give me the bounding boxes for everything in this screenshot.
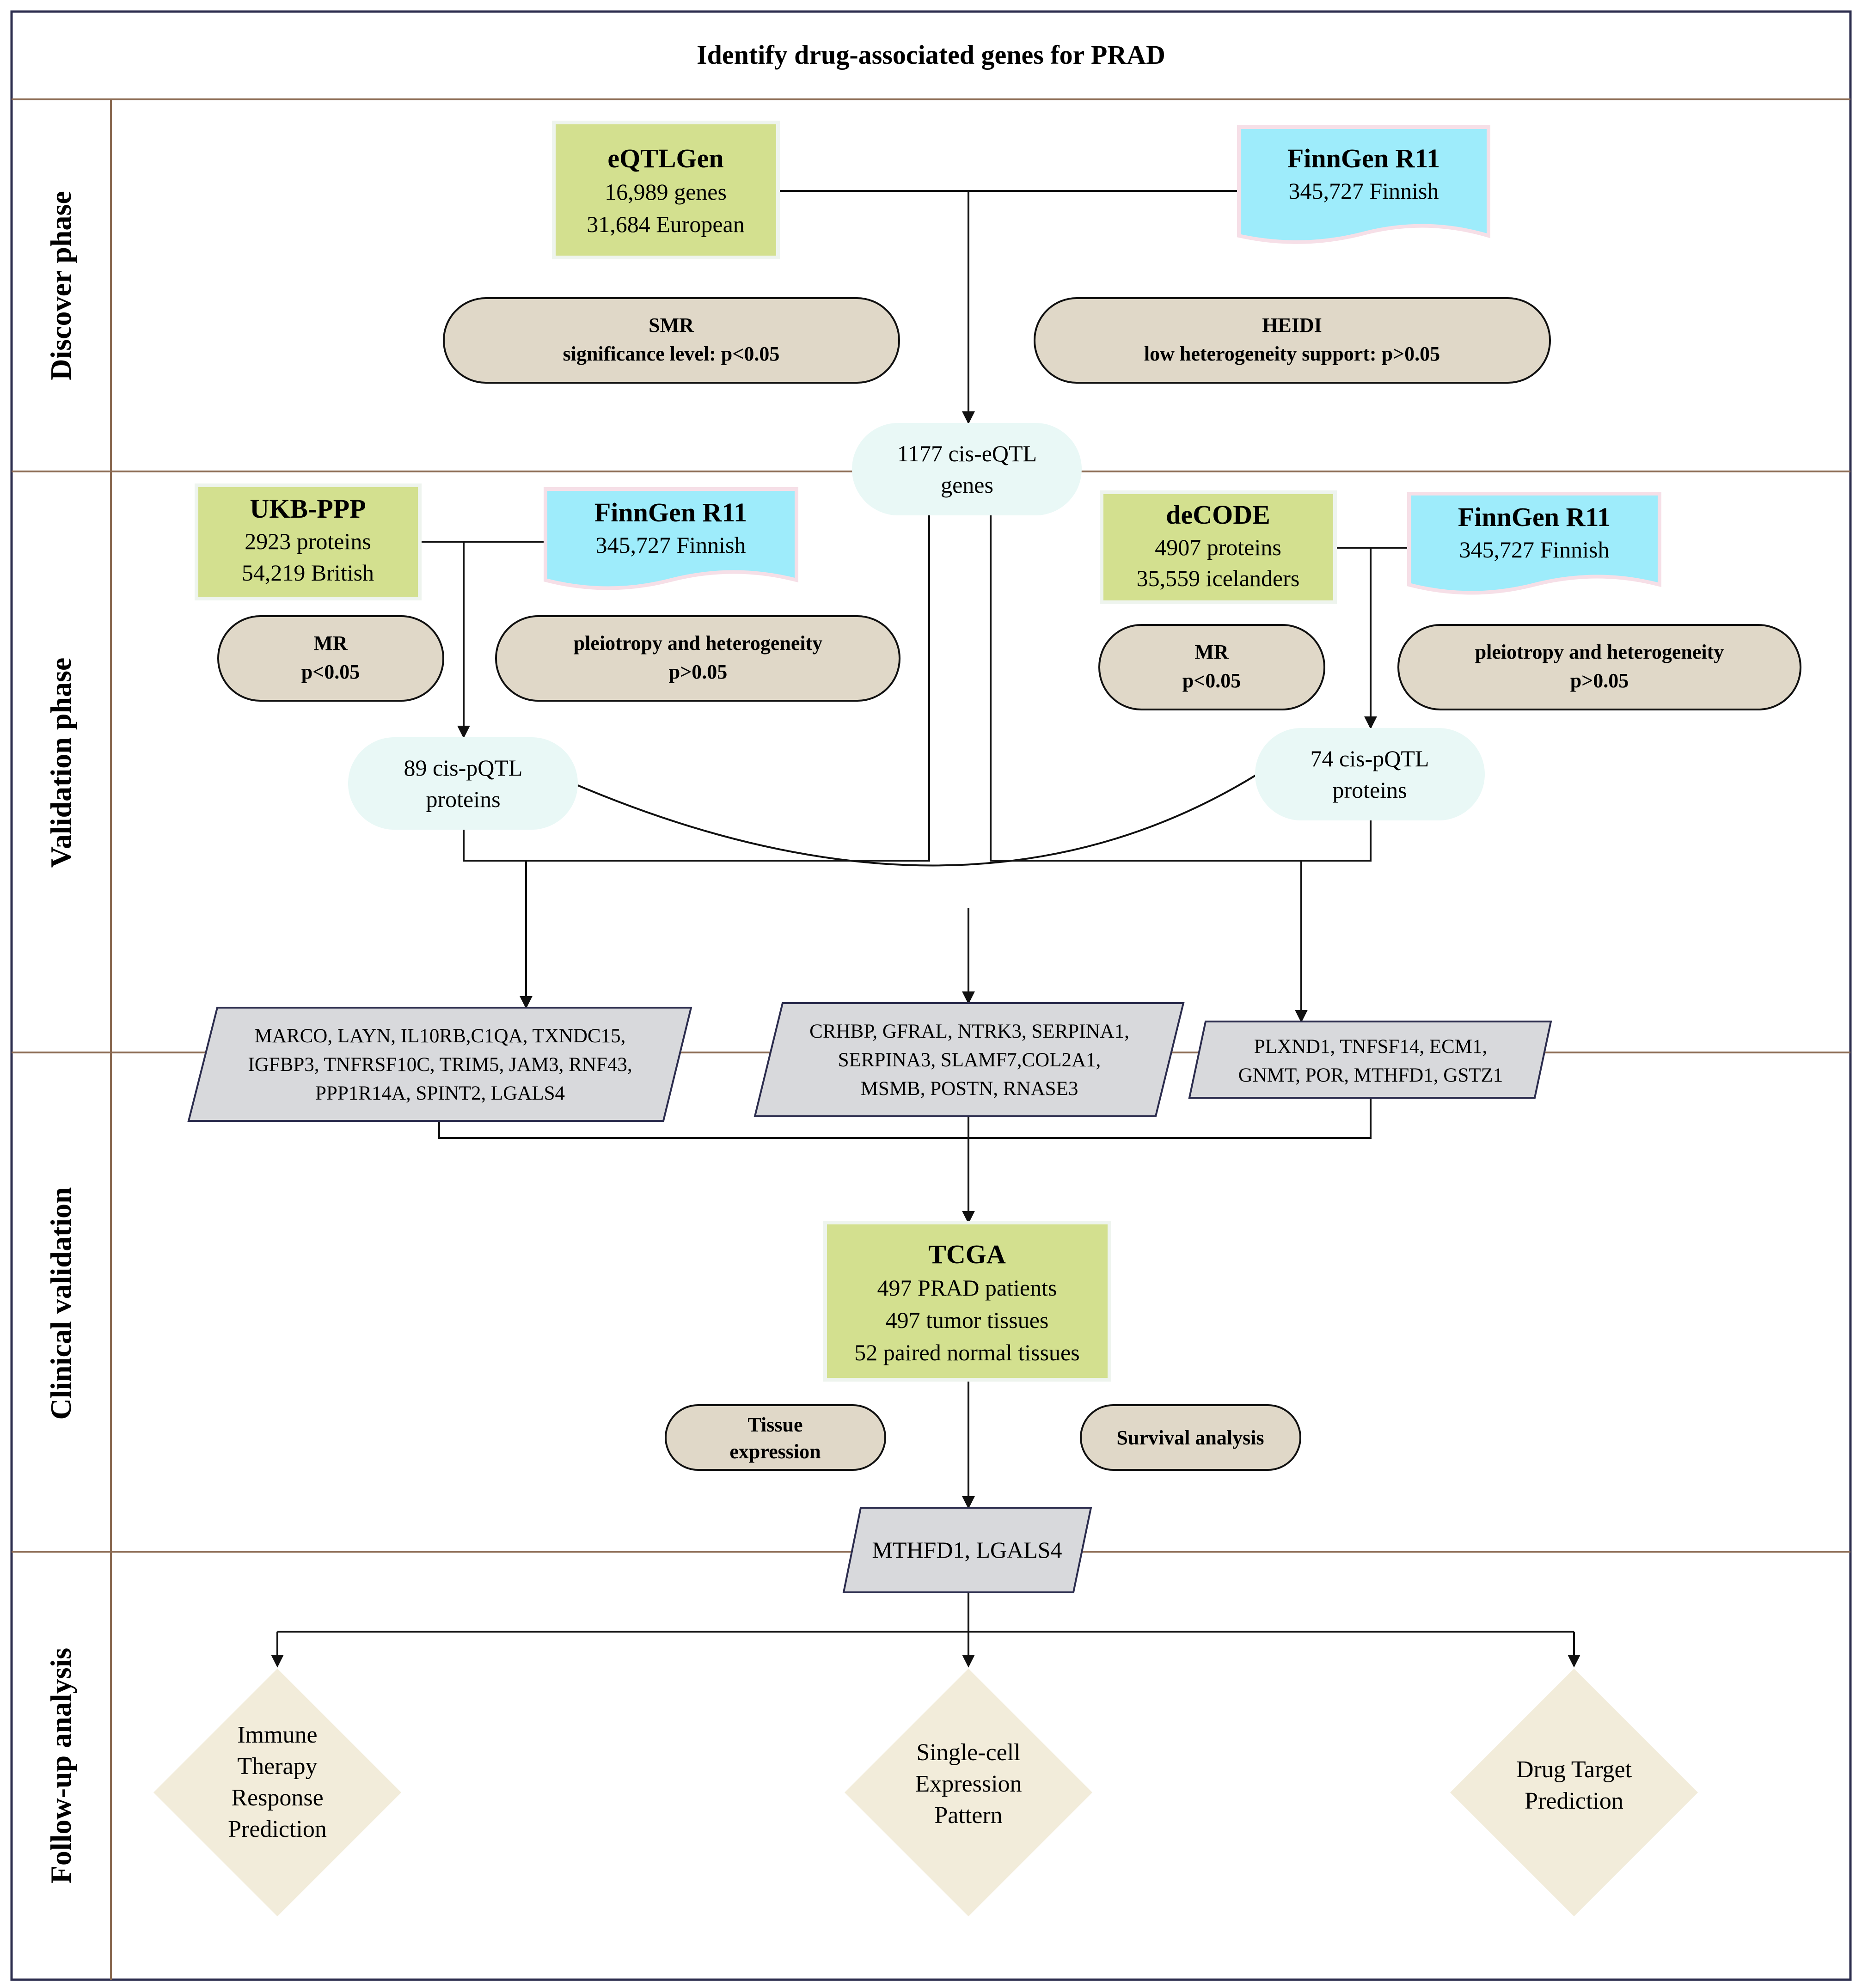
finngen-top-samples: 345,727 Finnish	[1288, 178, 1439, 204]
eqtlgen-samples: 31,684 European	[587, 211, 745, 237]
diagram-title: Identify drug-associated genes for PRAD	[697, 40, 1165, 70]
decode-box: deCODE 4907 proteins 35,559 icelanders	[1100, 490, 1337, 604]
pleiotropy-left-threshold: p>0.05	[669, 661, 728, 683]
finngen-left-title: FinnGen R11	[594, 497, 747, 527]
connectors	[271, 190, 1580, 1668]
drug-target-diamond: Drug Target Prediction	[1450, 1669, 1698, 1916]
tcga-tumor-tissues: 497 tumor tissues	[886, 1307, 1049, 1333]
cis-eqtl-node: 1177 cis-eQTL genes	[852, 423, 1082, 515]
tcga-normal-tissues: 52 paired normal tissues	[854, 1340, 1079, 1365]
genes-right-line2: GNMT, POR, MTHFD1, GSTZ1	[1238, 1064, 1503, 1086]
phase-label-validation: Validation phase	[44, 658, 77, 868]
cis-pqtl-right-node: 74 cis-pQTL proteins	[1255, 728, 1485, 820]
immune-line2: Therapy	[237, 1753, 317, 1780]
genes-mid-line1: CRHBP, GFRAL, NTRK3, SERPINA1,	[809, 1021, 1129, 1042]
immune-therapy-diamond: Immune Therapy Response Prediction	[153, 1669, 401, 1916]
finngen-right-samples: 345,727 Finnish	[1459, 537, 1609, 563]
cis-eqtl-count: 1177 cis-eQTL	[897, 440, 1037, 466]
tcga-title: TCGA	[928, 1239, 1006, 1269]
smr-pill: SMR significance level: p<0.05	[443, 297, 900, 384]
singlecell-line3: Pattern	[934, 1802, 1002, 1829]
finngen-left-samples: 345,727 Finnish	[595, 532, 746, 558]
connector-pqtl-left-down	[463, 515, 930, 862]
finngen-right-box: FinnGen R11 345,727 Finnish	[1407, 492, 1661, 595]
ukb-ppp-title: UKB-PPP	[250, 494, 366, 524]
finngen-left-box: FinnGen R11 345,727 Finnish	[544, 487, 798, 590]
eqtlgen-title: eQTLGen	[607, 143, 723, 173]
smr-threshold: significance level: p<0.05	[563, 343, 780, 365]
heidi-pill: HEIDI low heterogeneity support: p>0.05	[1034, 297, 1551, 384]
tissue-expression-pill: Tissue expression	[665, 1404, 886, 1471]
tissue-expression-line1: Tissue	[747, 1413, 802, 1436]
mr-left-threshold: p<0.05	[301, 661, 360, 683]
finngen-top-box: FinnGen R11 345,727 Finnish	[1237, 125, 1490, 244]
cis-pqtl-right-count: 74 cis-pQTL	[1311, 746, 1429, 771]
genes-mid-line3: MSMB, POSTN, RNASE3	[861, 1078, 1078, 1100]
genes-mid-line2: SERPINA3, SLAMF7,COL2A1,	[838, 1049, 1101, 1071]
genes-left-line3: PPP1R14A, SPINT2, LGALS4	[315, 1083, 565, 1104]
mr-left-title: MR	[313, 632, 348, 655]
pleiotropy-right-title: pleiotropy and heterogeneity	[1475, 641, 1724, 663]
genes-right-parallelogram: PLXND1, TNFSF14, ECM1, GNMT, POR, MTHFD1…	[1188, 1021, 1552, 1099]
ukb-ppp-samples: 54,219 British	[242, 560, 374, 586]
genes-left-line1: MARCO, LAYN, IL10RB,C1QA, TXNDC15,	[255, 1025, 626, 1047]
genes-left-parallelogram: MARCO, LAYN, IL10RB,C1QA, TXNDC15, IGFBP…	[187, 1007, 692, 1122]
genes-left-line2: IGFBP3, TNFRSF10C, TRIM5, JAM3, RNF43,	[248, 1054, 632, 1076]
immune-line1: Immune	[237, 1722, 317, 1748]
tcga-box: TCGA 497 PRAD patients 497 tumor tissues…	[823, 1221, 1111, 1382]
connector-pqtl-right-down	[990, 515, 1372, 862]
eqtlgen-box: eQTLGen 16,989 genes 31,684 European	[552, 121, 780, 259]
tissue-expression-line2: expression	[729, 1440, 821, 1463]
cis-pqtl-right-label: proteins	[1332, 777, 1407, 803]
mr-right-pill: MR p<0.05	[1098, 624, 1325, 710]
mr-left-pill: MR p<0.05	[217, 615, 444, 702]
survival-analysis-pill: Survival analysis	[1080, 1404, 1301, 1471]
immune-line3: Response	[231, 1785, 323, 1811]
cis-pqtl-left-label: proteins	[426, 786, 500, 812]
decode-proteins: 4907 proteins	[1155, 534, 1281, 560]
mr-right-title: MR	[1194, 641, 1229, 663]
cis-eqtl-label: genes	[941, 472, 993, 498]
cis-pqtl-left-node: 89 cis-pQTL proteins	[348, 737, 578, 830]
singlecell-line2: Expression	[915, 1771, 1022, 1797]
pleiotropy-left-pill: pleiotropy and heterogeneity p>0.05	[495, 615, 900, 702]
tcga-patients: 497 PRAD patients	[877, 1275, 1057, 1301]
singlecell-line1: Single-cell	[916, 1739, 1020, 1766]
genes-mid-parallelogram: CRHBP, GFRAL, NTRK3, SERPINA1, SERPINA3,…	[753, 1002, 1185, 1117]
single-cell-diamond: Single-cell Expression Pattern	[845, 1669, 1092, 1916]
smr-title: SMR	[649, 314, 694, 336]
finngen-top-title: FinnGen R11	[1287, 143, 1440, 173]
mr-right-threshold: p<0.05	[1182, 669, 1241, 692]
heidi-title: HEIDI	[1262, 314, 1322, 336]
connector-cross-curve	[575, 772, 1261, 867]
ukb-ppp-box: UKB-PPP 2923 proteins 54,219 British	[195, 483, 422, 600]
decode-title: deCODE	[1166, 500, 1270, 530]
pleiotropy-right-pill: pleiotropy and heterogeneity p>0.05	[1397, 624, 1801, 710]
finngen-right-title: FinnGen R11	[1458, 502, 1611, 532]
phase-label-clinical: Clinical validation	[44, 1187, 77, 1419]
connector-genes-merge	[438, 1098, 1372, 1139]
pleiotropy-left-title: pleiotropy and heterogeneity	[574, 632, 823, 655]
cis-pqtl-left-count: 89 cis-pQTL	[404, 755, 523, 781]
drugtarget-line2: Prediction	[1525, 1788, 1623, 1814]
pleiotropy-right-threshold: p>0.05	[1570, 669, 1629, 692]
survival-analysis-label: Survival analysis	[1116, 1426, 1264, 1449]
drugtarget-line1: Drug Target	[1516, 1756, 1632, 1783]
phase-label-followup: Follow-up analysis	[44, 1648, 77, 1884]
eqtlgen-genes: 16,989 genes	[605, 179, 727, 205]
final-genes-label: MTHFD1, LGALS4	[872, 1537, 1062, 1563]
phase-label-discover: Discover phase	[44, 191, 77, 380]
heidi-threshold: low heterogeneity support: p>0.05	[1144, 343, 1440, 365]
ukb-ppp-proteins: 2923 proteins	[245, 528, 371, 554]
decode-samples: 35,559 icelanders	[1137, 565, 1300, 591]
genes-right-line1: PLXND1, TNFSF14, ECM1,	[1254, 1036, 1488, 1058]
final-genes-parallelogram: MTHFD1, LGALS4	[842, 1507, 1092, 1593]
immune-line4: Prediction	[228, 1816, 327, 1842]
